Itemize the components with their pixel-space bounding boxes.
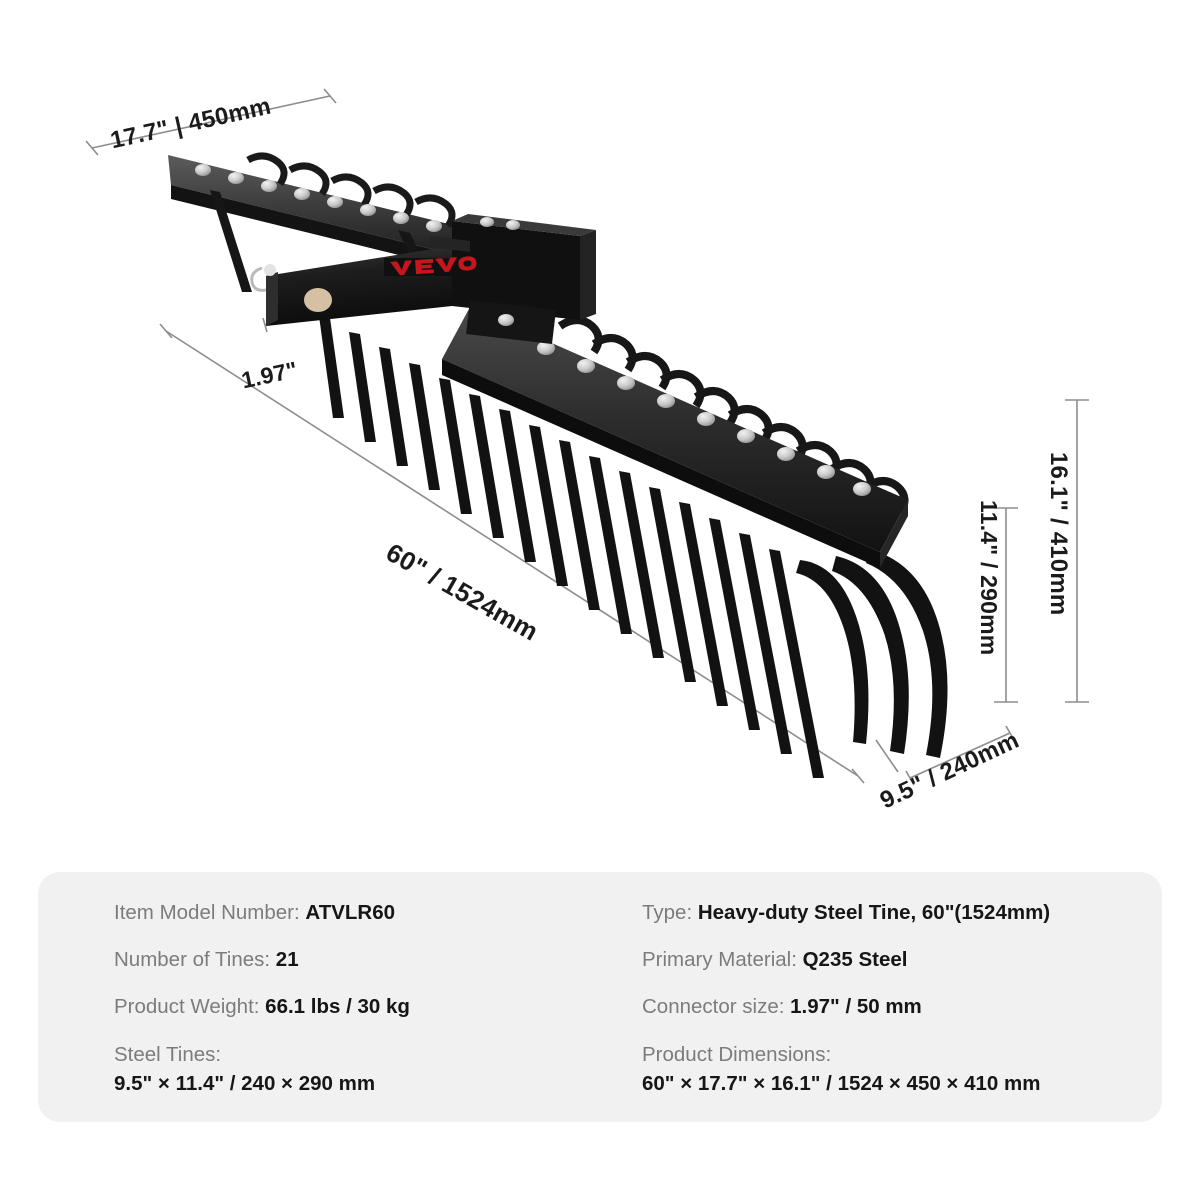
vevor-logo xyxy=(390,256,477,276)
spec-row-right-3: Product Dimensions: 60" × 17.7" × 16.1" /… xyxy=(642,1042,1162,1097)
spec-value: 60" × 17.7" × 16.1" / 1524 × 450 × 410 m… xyxy=(642,1071,1041,1095)
spec-label: Steel Tines: xyxy=(114,1042,222,1066)
hitch-receiver-assembly xyxy=(250,214,596,344)
spec-label: Connector size: xyxy=(642,995,791,1019)
hitch-pin-clip xyxy=(250,264,276,292)
product-illustration xyxy=(85,88,1089,786)
receiver-pin-hole xyxy=(304,288,332,312)
spec-value: Heavy-duty Steel Tine, 60"(1524mm) xyxy=(697,901,1051,924)
rake-front-bar xyxy=(442,307,909,568)
spec-value: 1.97" / 50 mm xyxy=(790,995,922,1019)
spec-value: ATVLR60 xyxy=(305,901,396,924)
spec-label: Product Dimensions: xyxy=(642,1042,832,1066)
dimension-label-tine-depth-290mm: 11.4" / 290mm xyxy=(976,500,1002,656)
rake-tines xyxy=(319,316,948,778)
spec-value: Q235 Steel xyxy=(802,948,908,972)
spec-row-right-0: Type: Heavy-duty Steel Tine, 60"(1524mm) xyxy=(642,900,1162,926)
spec-row-right-2: Connector size: 1.97" / 50 mm xyxy=(642,994,1162,1020)
spec-column-right: Type: Heavy-duty Steel Tine, 60"(1524mm)… xyxy=(558,900,1162,1102)
dimension-label-height-410mm: 16.1" / 410mm xyxy=(1045,452,1072,616)
spec-label: Number of Tines: xyxy=(114,948,276,972)
spec-row-left-3: Steel Tines: 9.5" × 11.4" / 240 × 290 mm xyxy=(114,1042,558,1097)
spec-row-right-1: Primary Material: Q235 Steel xyxy=(642,947,1162,973)
product-diagram: 17.7" | 450mm 1.97" 60" / 1524mm 11.4" /… xyxy=(85,88,1089,814)
spec-label: Product Weight: xyxy=(114,995,266,1019)
spec-value: 66.1 lbs / 30 kg xyxy=(265,995,410,1019)
spec-row-left-1: Number of Tines: 21 xyxy=(114,947,558,973)
back-bar-bolts xyxy=(195,164,442,232)
spec-label: Type: xyxy=(642,901,698,924)
spec-value: 9.5" × 11.4" / 240 × 290 mm xyxy=(114,1071,376,1095)
spec-value: 21 xyxy=(275,948,299,972)
spec-row-left-2: Product Weight: 66.1 lbs / 30 kg xyxy=(114,994,558,1020)
spec-row-left-0: Item Model Number: ATVLR60 xyxy=(114,900,558,926)
spec-label: Primary Material: xyxy=(642,948,803,972)
spec-label: Item Model Number: xyxy=(114,901,306,924)
